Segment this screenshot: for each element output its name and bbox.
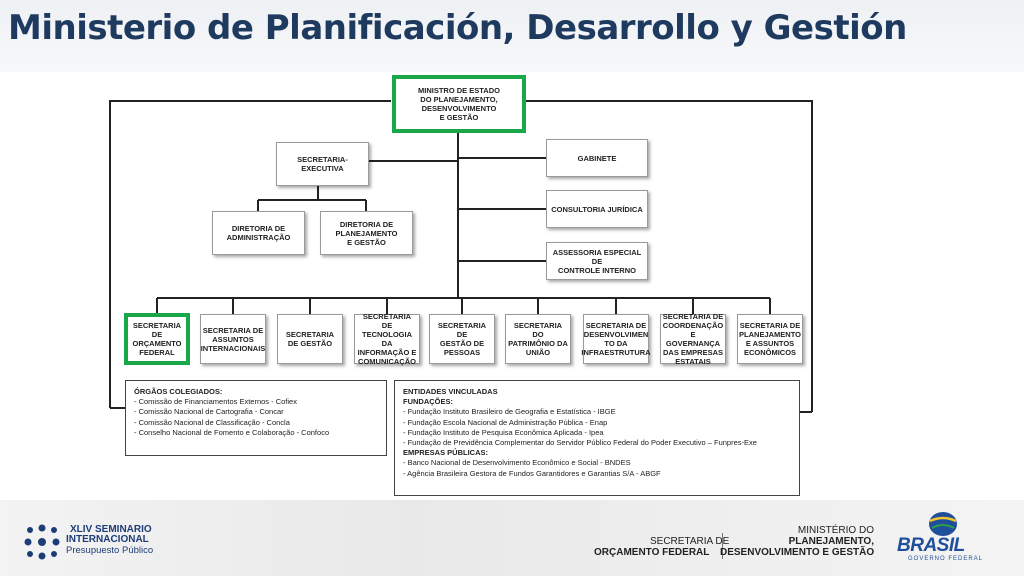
secretaria-infraestrutura-box: SECRETARIA DE DESENVOLVIMEN TO DA INFRAE… [581,314,651,364]
brasil-logo-subtitle: GOVERNO FEDERAL [908,556,984,562]
consultoria-juridica-box: CONSULTORIA JURÍDICA [546,190,648,228]
ministry-logo-line2: PLANEJAMENTO, [788,536,874,547]
list-item: - Fundação Escola Nacional de Administra… [403,417,608,427]
list-item: - Agência Brasileira Gestora de Fundos G… [403,468,661,478]
title-bar [0,0,1024,72]
secretariat-label: SECRETARIA DE PLANEJAMENTO E ASSUNTOS EC… [739,321,801,357]
secretaria-tecnologia-box: SECRETARIA DE TECNOLOGIA DA INFORMAÇÃO E… [354,312,420,366]
secretaria-assuntos-internacionais-box: SECRETARIA DE ASSUNTOS INTERNACIONAIS [200,314,266,364]
diretoria-administracao-label: DIRETORIA DE ADMINISTRAÇÃO [226,224,291,242]
diretoria-planejamento-label: DIRETORIA DE PLANEJAMENTO E GESTÃO [335,219,398,247]
consultoria-juridica-label: CONSULTORIA JURÍDICA [551,204,643,214]
secretariat-label: SECRETARIA DE TECNOLOGIA DA INFORMAÇÃO E… [357,312,417,366]
entidades-vinculadas-panel: ENTIDADES VINCULADAS FUNDAÇÕES: - Fundaç… [394,380,800,496]
gabinete-box: GABINETE [546,139,648,177]
secretaria-orcamento-federal-box: SECRETARIA DE ORÇAMENTO FEDERAL [124,313,190,365]
list-item: - Fundação Instituto Brasileiro de Geogr… [403,407,616,417]
secretaria-estatais-box: SECRETARIA DE COORDENAÇÃO E GOVERNANÇA D… [660,312,726,366]
list-item: - Comissão Nacional de Cartografia - Con… [134,407,284,417]
list-item: - Comissão de Financiamentos Externos - … [134,397,297,407]
sof-logo-line1: SECRETARIA DE [650,536,730,547]
empresas-publicas-list: - Banco Nacional de Desenvolvimento Econ… [403,458,791,478]
list-item: - Banco Nacional de Desenvolvimento Econ… [403,458,631,468]
fundacoes-list: - Fundação Instituto Brasileiro de Geogr… [403,407,791,448]
page-title: Ministerio de Planificación, Desarrollo … [8,8,907,48]
diretoria-administracao-box: DIRETORIA DE ADMINISTRAÇÃO [212,211,305,255]
org-connector-lines [109,100,813,413]
secretaria-planejamento-economicos-box: SECRETARIA DE PLANEJAMENTO E ASSUNTOS EC… [737,314,803,364]
footer-divider [722,533,723,559]
list-item: - Comissão Nacional de Classificação - C… [134,417,290,427]
seminar-title-line2: INTERNACIONAL [66,534,149,545]
secretaria-executiva-box: SECRETARIA- EXECUTIVA [276,142,369,186]
secretariat-label: SECRETARIA DE GESTÃO [285,330,335,348]
minister-label: MINISTRO DE ESTADO DO PLANEJAMENTO, DESE… [418,86,500,122]
assessoria-controle-interno-label: ASSESSORIA ESPECIAL DE CONTROLE INTERNO [552,247,642,275]
secretariat-label: SECRETARIA DO PATRIMÔNIO DA UNIÃO [508,321,568,357]
orgaos-colegiados-panel: ÓRGÃOS COLEGIADOS: - Comissão de Financi… [125,380,387,456]
entidades-vinculadas-heading: ENTIDADES VINCULADAS [403,387,498,396]
brasil-globe-icon [929,512,957,536]
secretariat-label: SECRETARIA DE DESENVOLVIMEN TO DA INFRAE… [581,321,651,357]
secretaria-executiva-label: SECRETARIA- EXECUTIVA [297,155,348,173]
secretariat-label: SECRETARIA DE GESTÃO DE PESSOAS [437,321,487,357]
seminar-subtitle: Presupuesto Público [66,545,154,556]
sof-logo-line2: ORÇAMENTO FEDERAL [594,547,710,558]
seminar-title-line1: XLIV SEMINARIO [70,524,152,535]
diretoria-planejamento-box: DIRETORIA DE PLANEJAMENTO E GESTÃO [320,211,413,255]
orgaos-colegiados-list: - Comissão de Financiamentos Externos - … [134,397,378,438]
seminar-logo-icon [24,524,60,560]
assessoria-controle-interno-box: ASSESSORIA ESPECIAL DE CONTROLE INTERNO [546,242,648,280]
ministry-logo-line3: DESENVOLVIMENTO E GESTÃO [720,547,875,558]
secretaria-patrimonio-box: SECRETARIA DO PATRIMÔNIO DA UNIÃO [505,314,571,364]
empresas-publicas-heading: EMPRESAS PÚBLICAS: [403,448,489,458]
orgaos-colegiados-heading: ÓRGÃOS COLEGIADOS: [134,387,223,396]
brasil-logo-text: BRASIL [897,535,965,556]
gabinete-label: GABINETE [577,153,617,163]
secretariat-label: SECRETARIA DE ASSUNTOS INTERNACIONAIS [200,325,266,353]
minister-box: MINISTRO DE ESTADO DO PLANEJAMENTO, DESE… [392,75,526,133]
list-item: - Fundação de Previdência Complementar d… [403,438,757,448]
secretaria-gestao-box: SECRETARIA DE GESTÃO [277,314,343,364]
secretariat-label: SECRETARIA DE COORDENAÇÃO E GOVERNANÇA D… [662,312,724,366]
list-item: - Fundação Instituto de Pesquisa Econômi… [403,427,604,437]
fundacoes-heading: FUNDAÇÕES: [403,397,453,407]
ministry-logo-line1: MINISTÉRIO DO [797,525,874,536]
list-item: - Conselho Nacional de Fomento e Colabor… [134,427,330,437]
secretaria-gestao-pessoas-box: SECRETARIA DE GESTÃO DE PESSOAS [429,314,495,364]
footer-bar [0,500,1024,576]
secretariat-label: SECRETARIA DE ORÇAMENTO FEDERAL [132,321,182,357]
